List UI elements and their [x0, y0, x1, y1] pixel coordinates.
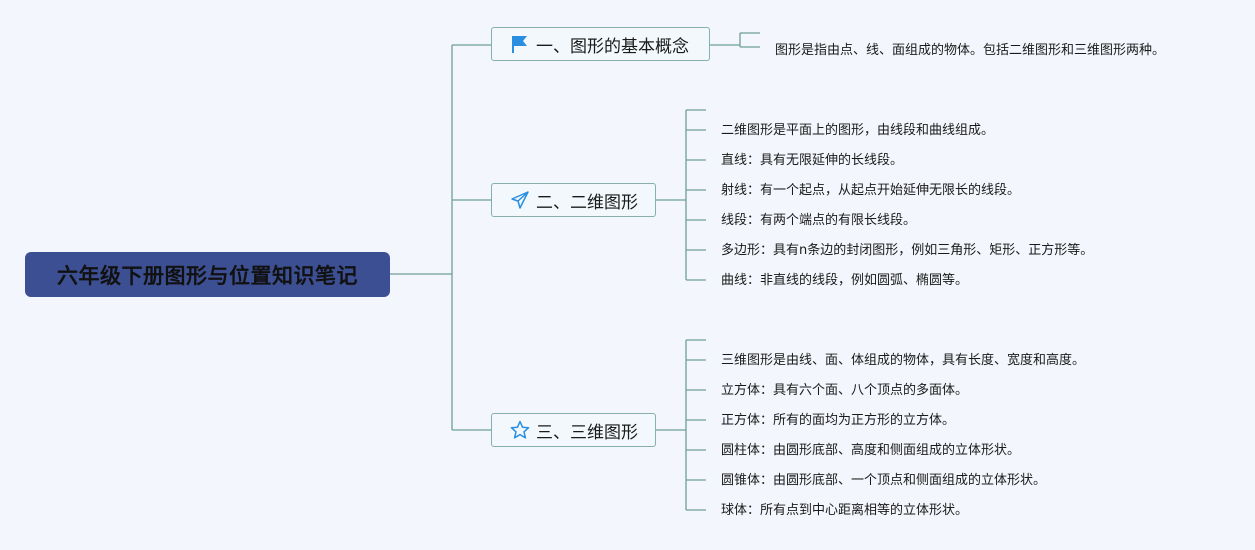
topic-basic-concepts[interactable]: 一、图形的基本概念: [491, 27, 710, 61]
topic-label: 二、二维图形: [536, 192, 638, 213]
leaf-item[interactable]: 多边形：具有n条边的封闭图形，例如三角形、矩形、正方形等。: [721, 243, 1094, 258]
topic-label: 一、图形的基本概念: [536, 36, 689, 57]
flag-icon: [509, 33, 531, 55]
root-topic[interactable]: 六年级下册图形与位置知识笔记: [25, 252, 390, 297]
leaf-item[interactable]: 球体：所有点到中心距离相等的立体形状。: [721, 503, 969, 518]
leaf-item[interactable]: 射线：有一个起点，从起点开始延伸无限长的线段。: [721, 183, 1021, 198]
leaf-item[interactable]: 直线：具有无限延伸的长线段。: [721, 153, 904, 168]
paper-plane-icon: [509, 189, 531, 211]
leaf-item[interactable]: 圆锥体：由圆形底部、一个顶点和侧面组成的立体形状。: [721, 473, 1047, 488]
leaf-item[interactable]: 图形是指由点、线、面组成的物体。包括二维图形和三维图形两种。: [775, 43, 1166, 58]
leaf-item[interactable]: 圆柱体：由圆形底部、高度和侧面组成的立体形状。: [721, 443, 1021, 458]
leaf-item[interactable]: 正方体：所有的面均为正方形的立方体。: [721, 413, 956, 428]
topic-3d-shapes[interactable]: 三、三维图形: [491, 413, 656, 447]
root-title: 六年级下册图形与位置知识笔记: [57, 263, 358, 288]
leaf-item[interactable]: 曲线：非直线的线段，例如圆弧、椭圆等。: [721, 273, 969, 288]
leaf-item[interactable]: 线段：有两个端点的有限长线段。: [721, 213, 917, 228]
star-icon: [509, 419, 531, 441]
topic-label: 三、三维图形: [536, 422, 638, 443]
leaf-item[interactable]: 二维图形是平面上的图形，由线段和曲线组成。: [721, 123, 995, 138]
leaf-item[interactable]: 立方体：具有六个面、八个顶点的多面体。: [721, 383, 969, 398]
topic-2d-shapes[interactable]: 二、二维图形: [491, 183, 656, 217]
leaf-item[interactable]: 三维图形是由线、面、体组成的物体，具有长度、宽度和高度。: [721, 353, 1086, 368]
